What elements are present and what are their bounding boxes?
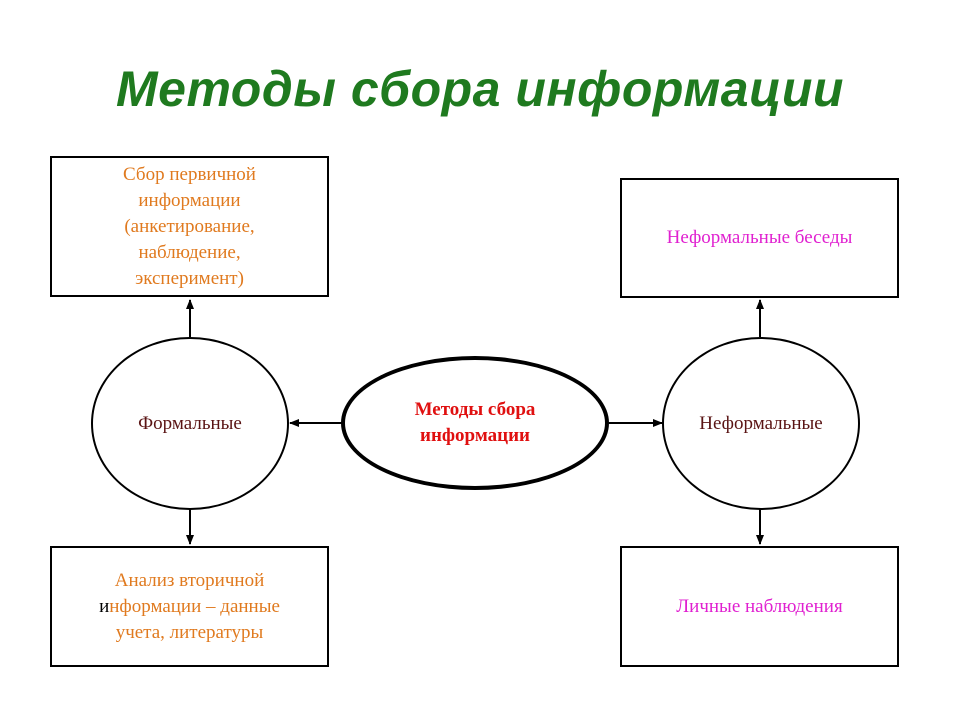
secondary-line-1: Анализ вторичной bbox=[114, 569, 265, 591]
primary-line-3: (анкетирование, bbox=[124, 215, 255, 237]
formal-label: Формальные bbox=[138, 412, 242, 434]
box-personal-observations: Личные наблюдения bbox=[620, 546, 899, 667]
center-line-1: Методы сбора bbox=[414, 399, 536, 420]
talks-label: Неформальные беседы bbox=[666, 227, 853, 248]
box-primary-info: Сбор первичной информации (анкетирование… bbox=[50, 156, 329, 297]
secondary-line-2-prefix: и bbox=[99, 595, 110, 617]
observations-label: Личные наблюдения bbox=[676, 595, 843, 617]
primary-line-1: Сбор первичной bbox=[123, 163, 256, 185]
secondary-line-2-rest: нформации – данные bbox=[109, 595, 280, 617]
box-secondary-analysis: Анализ вторичной информации – данные уче… bbox=[50, 546, 329, 667]
secondary-line-3: учета, литературы bbox=[115, 621, 264, 643]
secondary-line-2: информации – данные bbox=[99, 594, 280, 620]
primary-line-2: информации bbox=[138, 189, 241, 211]
ellipse-informal: Неформальные bbox=[662, 337, 860, 510]
box-informal-talks: Неформальные беседы bbox=[620, 178, 899, 298]
slide-title: Методы сбора информации bbox=[116, 61, 844, 117]
center-line-2: информации bbox=[420, 425, 530, 446]
primary-line-4: наблюдение, bbox=[138, 241, 241, 263]
primary-line-5: эксперимент) bbox=[135, 267, 244, 289]
ellipse-center: Методы сбора информации bbox=[341, 356, 609, 490]
ellipse-formal: Формальные bbox=[91, 337, 289, 510]
informal-label: Неформальные bbox=[699, 412, 823, 434]
